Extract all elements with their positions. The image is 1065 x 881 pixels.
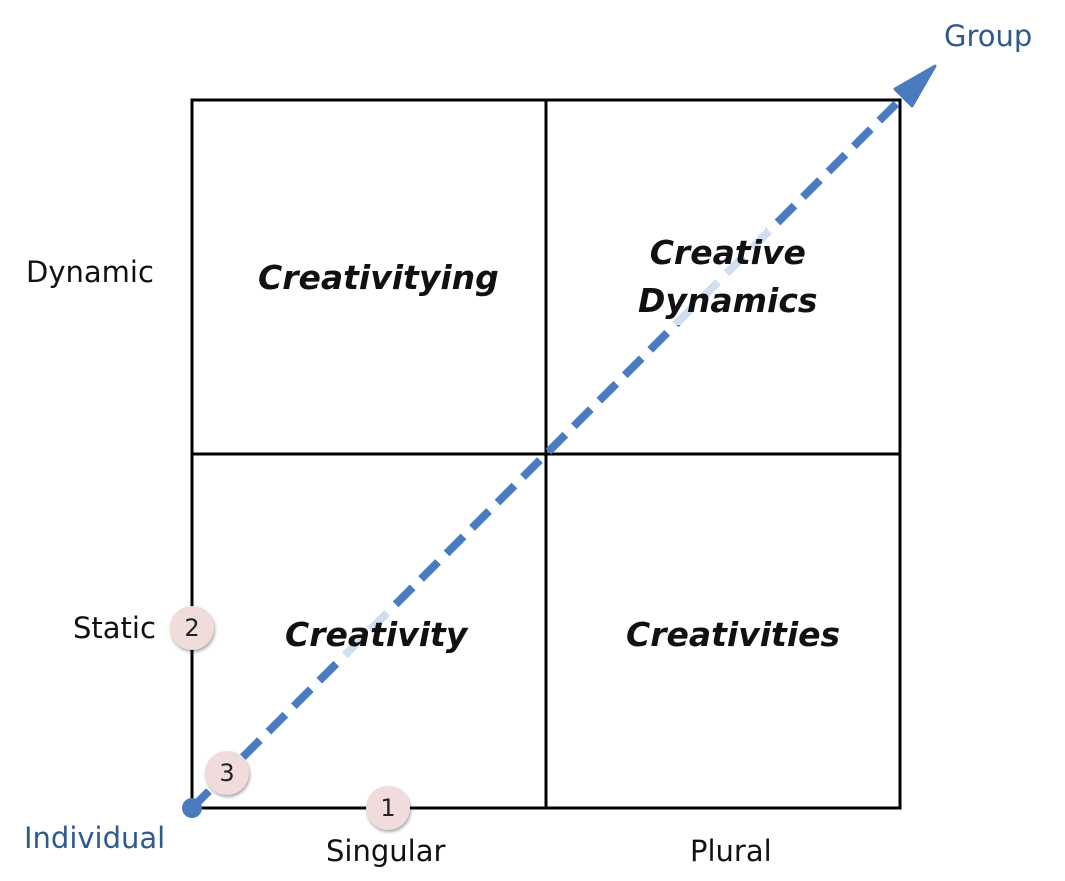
arrow-head bbox=[893, 64, 937, 108]
quadrant-top-right-line2: Dynamics bbox=[638, 280, 818, 320]
marker-3-badge: 3 bbox=[205, 751, 249, 795]
quadrant-top-left-label: Creativitying bbox=[252, 253, 505, 303]
quadrant-bottom-right-label: Creativities bbox=[620, 610, 847, 660]
quadrant-top-right-label: Creative Dynamics bbox=[632, 229, 824, 325]
marker-2-badge: 2 bbox=[170, 606, 214, 650]
y-axis-static-label: Static bbox=[73, 611, 156, 645]
origin-individual-label: Individual bbox=[24, 821, 166, 855]
x-axis-singular-label: Singular bbox=[326, 834, 446, 868]
y-axis-dynamic-label: Dynamic bbox=[26, 255, 154, 289]
diagonal-group-label: Group bbox=[944, 19, 1033, 53]
x-axis-plural-label: Plural bbox=[690, 834, 772, 868]
origin-dot bbox=[182, 798, 202, 818]
quadrant-top-right-line1: Creative bbox=[649, 233, 806, 272]
marker-1-badge: 1 bbox=[366, 786, 410, 830]
quadrant-bottom-left-label: Creativity bbox=[279, 610, 474, 660]
individual-to-group-arrow-shaft bbox=[189, 93, 907, 811]
